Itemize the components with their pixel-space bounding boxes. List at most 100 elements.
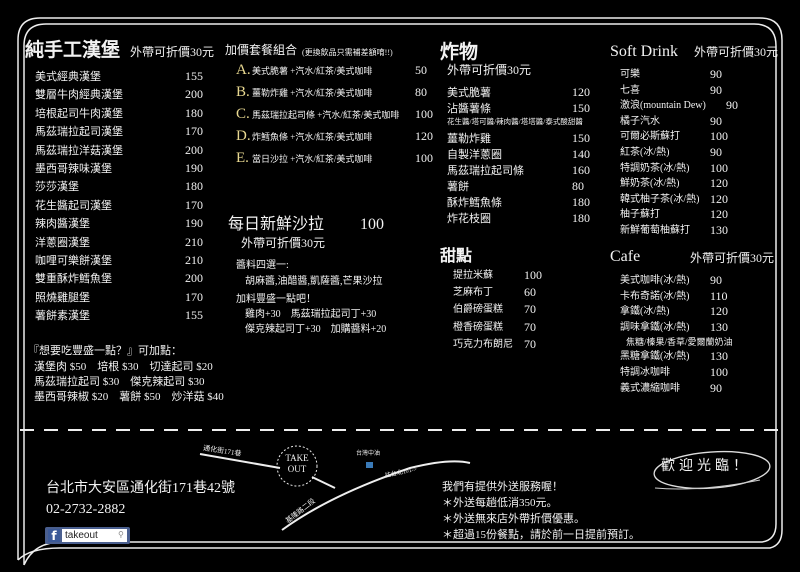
menu-item-price: 100 (710, 160, 728, 175)
takeout-logo-circle (276, 445, 318, 487)
menu-item-name: 辣肉醬漢堡 (35, 218, 90, 231)
menu-item-price: 190 (185, 216, 203, 231)
menu-item-price: 160 (572, 163, 590, 177)
menu-item-name: 特調冰咖啡 (620, 367, 670, 378)
menu-item-name: 照燒雞腿堡 (35, 291, 90, 304)
delivery-line: ＊外送每趟低消350元。 (442, 497, 558, 509)
desserts-title: 甜點 (440, 248, 473, 265)
takeout-logo: TAKE OUT (285, 453, 309, 474)
menu-item-name: 馬茲瑞拉起司漢堡 (35, 126, 123, 139)
welcome-text: 歡迎光臨！ (661, 459, 751, 474)
menu-item-name: 咖哩可樂餅漢堡 (35, 255, 112, 267)
menu-item-name: 美式脆薯 (447, 87, 491, 99)
delivery-line: ＊超過15份餐點，請於前一日提前預訂。 (442, 529, 640, 541)
menu-item-price: 70 (524, 336, 536, 351)
combos-note: (更換飲品只需補差額唷!!) (302, 48, 393, 57)
menu-item-name: 薑勒炸雞 (447, 133, 491, 145)
menu-item-name: 可樂 (620, 69, 640, 80)
combo-name: 美式脆薯 +汽水/紅茶/美式咖啡 (252, 66, 373, 76)
phone[interactable]: 02-2732-2882 (46, 502, 126, 517)
combo-price: 100 (415, 151, 433, 165)
menu-item-name: 伯爵磅蛋糕 (453, 304, 503, 316)
combo-letter: D. (236, 128, 251, 144)
menu-item-price: 180 (572, 211, 590, 225)
cafe-title: Cafe (610, 248, 641, 265)
menu-item-name: 培根起司牛肉漢堡 (35, 107, 123, 120)
combo-price: 120 (415, 129, 433, 143)
menu-item-price: 60 (524, 285, 536, 300)
combo-letter: C. (236, 106, 250, 122)
menu-item-price: 150 (572, 101, 590, 115)
menu-item-name: 洋蔥圈漢堡 (35, 236, 90, 249)
salad-price: 100 (360, 216, 384, 233)
combo-name: 炸鱈魚條 +汽水/紅茶/美式咖啡 (252, 132, 373, 142)
menu-item-name: 激浪(mountain Dew) (620, 100, 706, 112)
facebook-search[interactable]: f takeout ⚲ (45, 527, 130, 544)
menu-item-price: 180 (185, 179, 203, 194)
delivery-line: ＊外送無來店外帶折價優惠。 (442, 513, 585, 525)
menu-item-name: 卡布奇諾(冰/熱) (620, 291, 690, 302)
menu-item-name: 酥炸鱈魚條 (447, 197, 502, 209)
menu-item-name: 巧克力布朗尼 (453, 338, 513, 350)
salad-takeout-note: 外帶可折價30元 (241, 236, 326, 250)
combo-letter: B. (236, 84, 250, 100)
menu-item-price: 140 (572, 147, 590, 161)
salad-extra-line: 雞肉+30 馬茲瑞拉起司丁+30 (245, 309, 377, 320)
menu-item-name: 花生醬起司漢堡 (35, 199, 112, 212)
combo-letter: A. (236, 62, 251, 78)
combo-price: 100 (415, 107, 433, 121)
menu-item-name: 雙重酥炸鱈魚堡 (35, 273, 112, 286)
salad-title: 每日新鮮沙拉 (228, 216, 325, 233)
menu-item-name: 七喜 (620, 84, 640, 96)
menu-item-price: 100 (710, 365, 728, 379)
menu-item-price: 70 (524, 319, 536, 334)
menu-item-name: 韓式柚子茶(冰/熱) (620, 193, 700, 205)
burger-addon-line: 馬茲瑞拉起司 $30 傑克辣起司 $30 (34, 376, 205, 388)
menu-item-name: 沾醬薯條 (447, 103, 491, 115)
menu-item-price: 210 (185, 234, 203, 249)
combo-letter: E. (236, 150, 249, 166)
facebook-search-input[interactable]: takeout (62, 529, 127, 542)
menu-item-price: 170 (185, 289, 203, 304)
menu-item-name: 橙香磅蛋糕 (453, 321, 503, 333)
menu-item-price: 80 (572, 179, 584, 193)
menu-item-name: 雙層牛肉經典漢堡 (35, 89, 123, 102)
menu-item-name: 美式咖啡(冰/熱) (620, 275, 690, 286)
welcome-oval (653, 450, 771, 490)
menu-item-price: 120 (710, 191, 728, 206)
menu-item-name: 橘子汽水 (620, 115, 660, 127)
menu-item-price: 200 (185, 142, 203, 157)
menu-item-price: 120 (710, 304, 728, 318)
fried-takeout-note: 外帶可折價30元 (447, 63, 532, 77)
burgers-takeout-note: 外帶可折價30元 (130, 45, 215, 59)
menu-item-name: 芝麻布丁 (453, 287, 493, 299)
menu-item-price: 90 (710, 145, 722, 159)
menu-item-price: 190 (185, 161, 203, 175)
menu-item-price: 210 (185, 253, 203, 267)
menu-item-name: 柚子蘇打 (620, 209, 660, 221)
menu-item-price: 130 (710, 320, 728, 334)
cafe-takeout-note: 外帶可折價30元 (690, 251, 775, 265)
combo-name: 薑勒炸雞 +汽水/紅茶/美式咖啡 (252, 88, 373, 98)
menu-item-name: 調味拿鐵(冰/熱) (620, 322, 690, 333)
address: 台北市大安區通化街171巷42號 (46, 481, 235, 496)
burger-addon-title: 『想要吃豐盛一點？』可加點： (28, 345, 182, 357)
salad-sauce-options: 胡麻醬,油醋醬,凱薩醬,芒果沙拉 (245, 276, 383, 287)
soft-drink-title: Soft Drink (610, 43, 678, 60)
menu-item-price: 200 (185, 271, 203, 286)
menu-item-name: 馬茲瑞拉起司條 (447, 165, 524, 177)
fried-title: 炸物 (440, 42, 479, 63)
menu-item-price: 90 (710, 273, 722, 287)
combo-name: 馬茲瑞拉起司條 +汽水/紅茶/美式咖啡 (252, 110, 400, 120)
menu-item-price: 155 (185, 69, 203, 83)
burger-addon-line: 漢堡肉 $50 培根 $30 切達起司 $20 (34, 361, 213, 373)
menu-item-name: 新鮮葡萄柚蘇打 (620, 225, 690, 236)
menu-item-name: 自製洋蔥圈 (447, 149, 502, 161)
gas-station-icon (366, 462, 373, 468)
menu-item-price: 120 (572, 85, 590, 99)
menu-item-price: 155 (185, 308, 203, 323)
burger-addon-line: 墨西哥辣椒 $20 薯餅 $50 炒洋菇 $40 (34, 391, 224, 403)
combo-price: 50 (415, 63, 427, 77)
combo-price: 80 (415, 85, 427, 99)
salad-sauce-title: 醬料四選一: (236, 260, 289, 271)
